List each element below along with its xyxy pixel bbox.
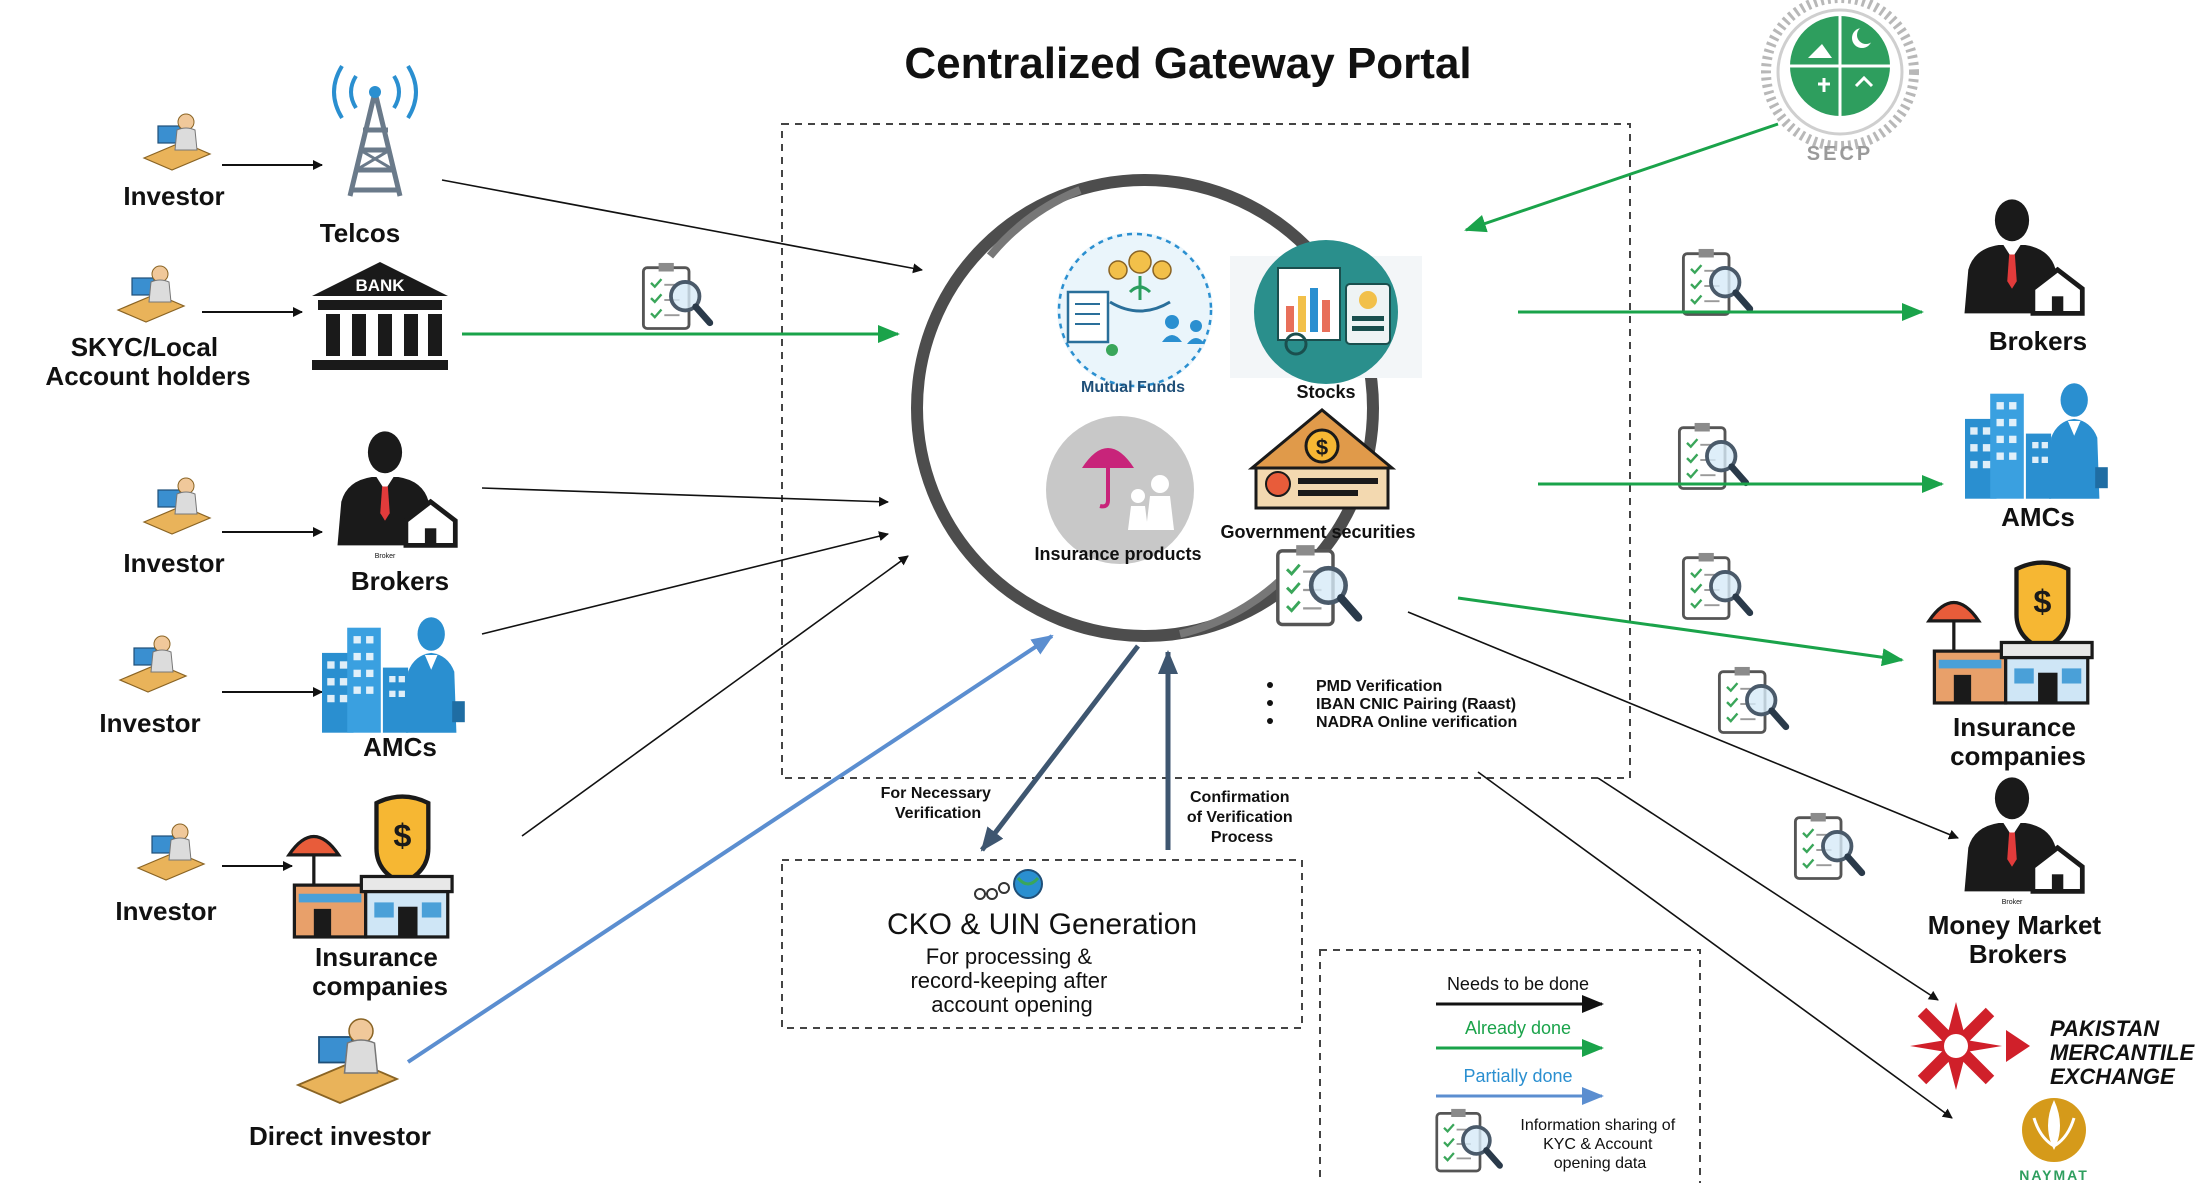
amc-icon xyxy=(322,617,465,733)
necessary-verification-label: For Necessary Verification xyxy=(881,785,996,822)
cko-box xyxy=(781,859,1303,1029)
insurance-products-icon xyxy=(1046,416,1194,564)
investor-label: Investor xyxy=(123,548,224,578)
cko-description: For processing & record-keeping after ac… xyxy=(910,944,1113,1017)
amc-icon xyxy=(1965,383,2108,499)
government-securities-icon: $ xyxy=(1247,408,1397,510)
globe-network-icon xyxy=(974,869,1043,900)
connector-arrow xyxy=(1407,611,1959,840)
page-title: Centralized Gateway Portal xyxy=(904,39,1471,88)
legend-box xyxy=(1319,949,1701,1183)
svg-text:$: $ xyxy=(1316,435,1328,460)
clipboard-icon xyxy=(1679,423,1746,489)
verification-item: IBAN CNIC Pairing (Raast) xyxy=(1316,696,1516,713)
cko-title: CKO & UIN Generation xyxy=(887,908,1197,941)
brokers-label: Brokers xyxy=(351,566,449,596)
telcos-label: Telcos xyxy=(320,218,400,248)
insurance-company-icon xyxy=(1929,563,2092,703)
naymat-logo xyxy=(2022,1098,2086,1162)
broker-tag: Broker xyxy=(375,553,396,560)
verification-item: PMD Verification xyxy=(1316,678,1442,695)
connector-arrow xyxy=(1597,777,1939,1001)
investor-icon xyxy=(119,635,187,693)
confirmation-label: Confirmation of Verification Process xyxy=(1187,789,1297,846)
insurance-companies-label: Insurance companies xyxy=(312,942,448,1001)
telco-tower-icon xyxy=(332,64,418,197)
direct-investor-label: Direct investor xyxy=(249,1121,431,1151)
investor-label: Investor xyxy=(123,181,224,211)
investor-icon xyxy=(117,265,185,323)
investor-label: Investor xyxy=(115,896,216,926)
verification-clipboard-icon xyxy=(1278,545,1359,624)
connector-arrow xyxy=(521,555,909,837)
clipboard-icon xyxy=(1683,249,1750,315)
investor-icon xyxy=(137,823,205,881)
portal-boundary xyxy=(781,123,1631,779)
pmex-logo xyxy=(1910,1002,2030,1090)
stocks-label: Stocks xyxy=(1296,382,1355,402)
connector-arrow xyxy=(441,179,923,274)
amcs-label: AMCs xyxy=(363,732,437,762)
connector-arrow xyxy=(481,531,889,635)
clipboard-icon xyxy=(1795,813,1862,879)
svg-text:BANK: BANK xyxy=(355,276,405,295)
insurance-companies-label: Insurance companies xyxy=(1950,712,2086,771)
verification-item: NADRA Online verification xyxy=(1316,714,1517,731)
insurance-products-label: Insurance products xyxy=(1034,544,1201,564)
secp-label: SECP xyxy=(1807,143,1873,165)
legend-partially-label: Partially done xyxy=(1463,1066,1572,1086)
brokers-label: Brokers xyxy=(1989,326,2087,356)
mutual-funds-icon xyxy=(1057,232,1213,388)
broker-icon xyxy=(1965,199,2083,313)
legend-info-label: Information sharing of KYC & Account ope… xyxy=(1520,1117,1679,1172)
connector-arrow xyxy=(1477,771,1953,1119)
verification-list: PMD Verification IBAN CNIC Pairing (Raas… xyxy=(1267,678,1517,731)
money-market-broker-icon xyxy=(1965,777,2083,891)
investor-icon xyxy=(143,113,211,171)
amcs-label: AMCs xyxy=(2001,502,2075,532)
broker-tag: Broker xyxy=(2002,899,2023,906)
mutual-funds-label: Mutual Funds xyxy=(1081,379,1185,396)
investor-label: Investor xyxy=(99,708,200,738)
bank-icon: BANK xyxy=(312,262,448,370)
investor-icon xyxy=(143,477,211,535)
legend-clipboard-icon xyxy=(1437,1109,1500,1171)
connector-arrow xyxy=(1464,122,1779,233)
government-securities-label: Government securities xyxy=(1220,522,1415,542)
verification-arrow-down xyxy=(980,644,1140,852)
stocks-icon xyxy=(1230,240,1422,384)
connector-arrow xyxy=(406,634,1054,1064)
connector-arrow xyxy=(481,487,889,507)
clipboard-icon xyxy=(1719,667,1786,733)
insurance-company-icon xyxy=(289,797,452,937)
secp-logo xyxy=(1761,0,1919,151)
legend-already-label: Already done xyxy=(1465,1018,1571,1038)
broker-icon xyxy=(338,431,456,545)
naymat-label: NAYMAT xyxy=(2019,1167,2089,1183)
connector-arrow xyxy=(1457,596,1904,667)
pmex-label: PAKISTAN MERCANTILE EXCHANGE xyxy=(2050,1016,2200,1089)
skyc-label: SKYC/Local Account holders xyxy=(45,332,250,391)
direct-investor-icon xyxy=(297,1018,398,1104)
clipboard-icon xyxy=(643,263,710,329)
legend-needs-label: Needs to be done xyxy=(1447,974,1589,994)
clipboard-icon xyxy=(1683,553,1750,619)
money-market-brokers-label: Money Market Brokers xyxy=(1928,910,2109,969)
